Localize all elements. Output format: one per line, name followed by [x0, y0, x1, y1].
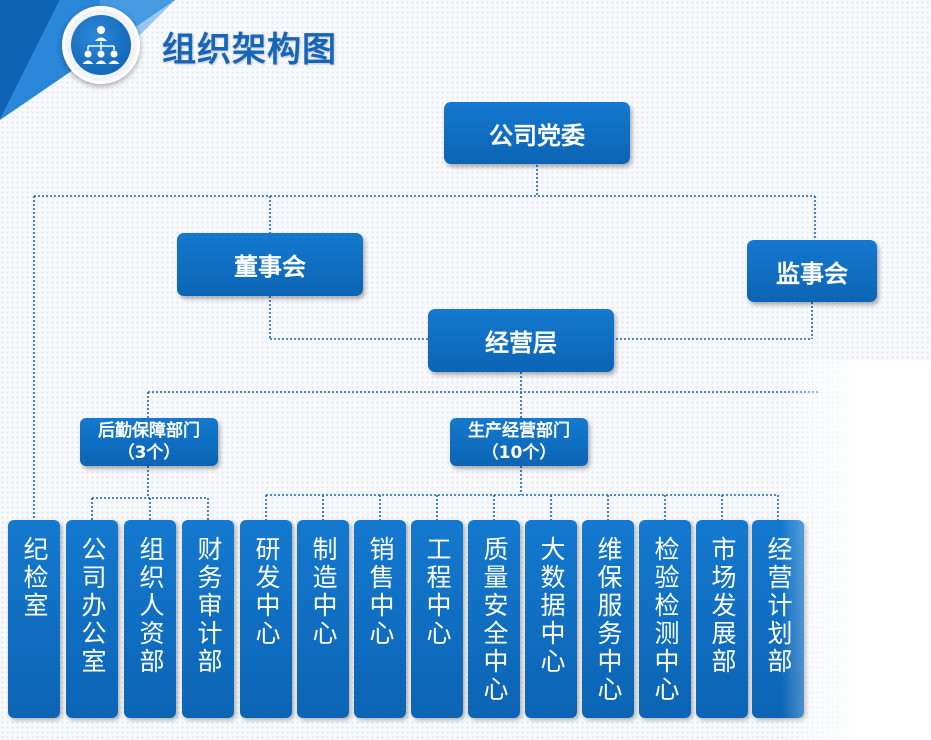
dept-maintenance-service-center: 维保服务中心: [582, 520, 634, 718]
dept-big-data-center: 大数据中心: [525, 520, 577, 718]
node-management: 经营层: [428, 309, 614, 372]
node-label: 经营层: [485, 329, 557, 357]
dept-market-development: 市场发展部: [696, 520, 748, 718]
dept-manufacturing-center: 制造中心: [297, 520, 349, 718]
group-name: 后勤保障部门: [98, 421, 200, 441]
dept-label: 检验检测中心: [651, 536, 680, 704]
dept-engineering-center: 工程中心: [411, 520, 463, 718]
group-production: 生产经营部门 （10个）: [450, 418, 588, 466]
node-label: 监事会: [776, 259, 848, 288]
dept-label: 工程中心: [423, 536, 452, 648]
node-label: 公司党委: [489, 121, 585, 150]
node-board-of-directors: 董事会: [177, 233, 363, 296]
dept-label: 市场发展部: [708, 536, 737, 676]
node-board-of-supervisors: 监事会: [747, 240, 877, 302]
group-count: （10个）: [481, 443, 557, 463]
dept-organization-hr: 组织人资部: [124, 520, 176, 718]
dept-label: 纪检室: [20, 536, 49, 620]
org-chart-icon: [71, 15, 131, 75]
dept-label: 维保服务中心: [594, 536, 623, 704]
dept-quality-safety-center: 质量安全中心: [468, 520, 520, 718]
dept-inspection-testing-center: 检验检测中心: [639, 520, 691, 718]
dept-label: 财务审计部: [194, 536, 223, 676]
dept-sales-center: 销售中心: [354, 520, 406, 718]
dept-finance-audit: 财务审计部: [182, 520, 234, 718]
node-label: 董事会: [234, 253, 306, 281]
dept-label: 大数据中心: [537, 536, 566, 676]
node-party-committee: 公司党委: [444, 102, 630, 164]
dept-label: 组织人资部: [136, 536, 165, 676]
dept-rd-center: 研发中心: [240, 520, 292, 718]
dept-label: 制造中心: [309, 536, 338, 648]
group-logistics: 后勤保障部门 （3个）: [80, 418, 218, 466]
dept-label: 研发中心: [252, 536, 281, 648]
logo-badge: [62, 6, 140, 84]
dept-label: 公司办公室: [78, 536, 107, 676]
page-title: 组织架构图: [162, 30, 337, 70]
dept-company-office: 公司办公室: [66, 520, 118, 718]
dept-discipline-inspection: 纪检室: [8, 520, 60, 718]
dept-label: 销售中心: [366, 536, 395, 648]
dept-label: 质量安全中心: [480, 536, 509, 704]
group-count: （3个）: [117, 443, 181, 463]
edge-fade: [781, 360, 931, 740]
group-name: 生产经营部门: [468, 421, 570, 441]
